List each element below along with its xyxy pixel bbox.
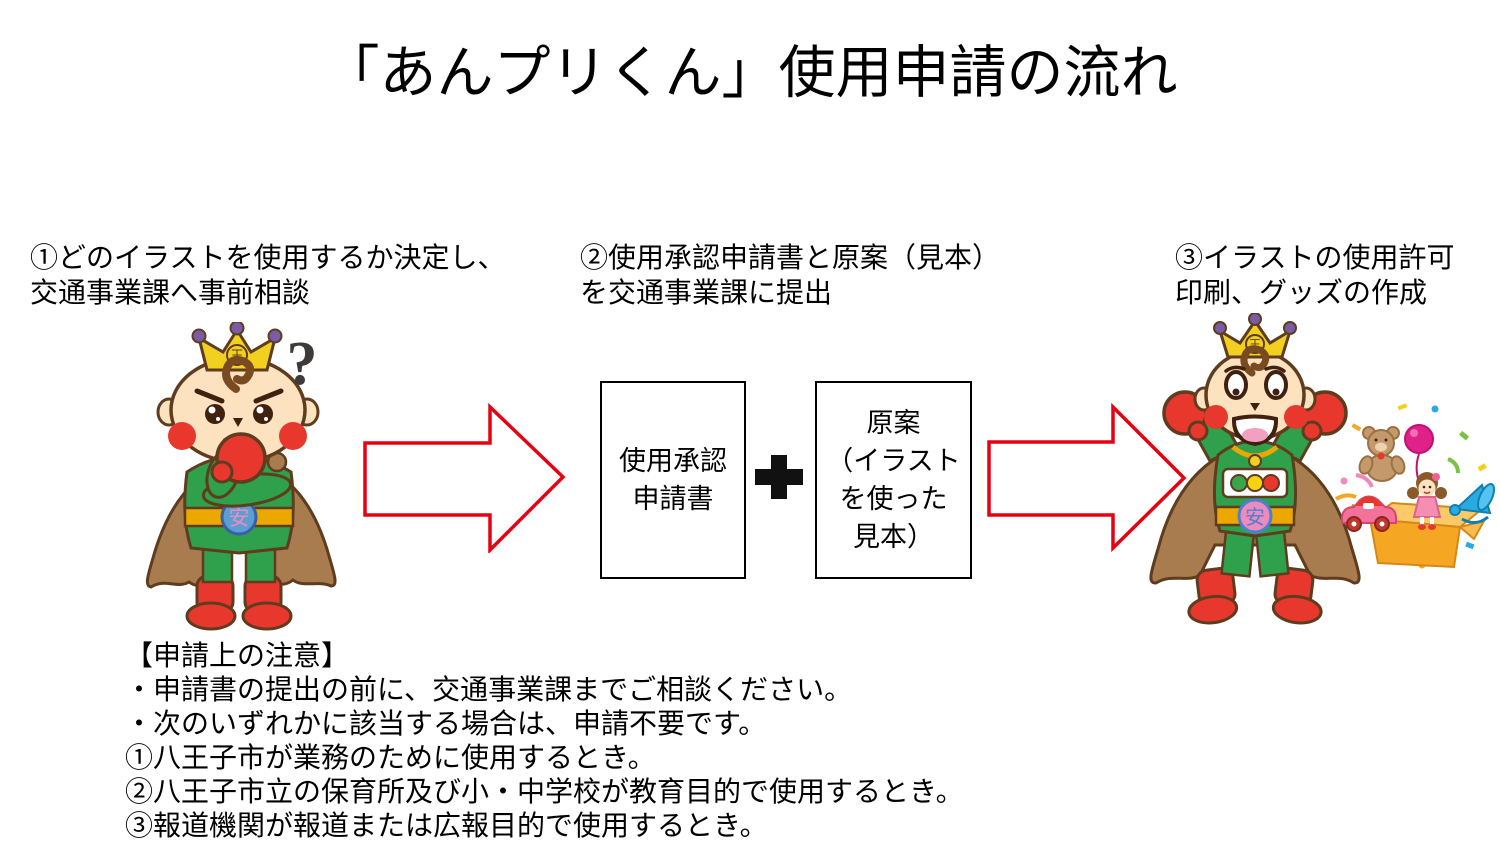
flow-arrow-2-icon bbox=[987, 403, 1187, 553]
note-item-5: ③報道機関が報道または広報目的で使用するとき。 bbox=[125, 811, 768, 842]
draft-sample-box: 原案 （イラスト を使った 見本） bbox=[815, 381, 972, 579]
belt: 安 bbox=[183, 498, 295, 536]
draft-box-line-4: 見本） bbox=[853, 522, 934, 552]
head: 王 bbox=[1193, 313, 1317, 447]
belt-emblem-left: 安 bbox=[229, 506, 250, 530]
step-1-line-1: ①どのイラストを使用するか決定し、 bbox=[30, 243, 506, 274]
step-3-label: ③イラストの使用許可 印刷、グッズの作成 bbox=[1175, 241, 1454, 311]
page-title: 「あんプリくん」使用申請の流れ bbox=[322, 42, 1178, 105]
hair-curl bbox=[222, 355, 255, 393]
crown-icon: 王 bbox=[191, 322, 283, 372]
note-item-3: ①八王子市が業務のために使用するとき。 bbox=[125, 743, 656, 774]
crown-icon: 王 bbox=[1213, 313, 1297, 359]
step-2-line-2: を交通事業課に提出 bbox=[580, 278, 833, 309]
hair-curl bbox=[1240, 345, 1270, 377]
step-1-label: ①どのイラストを使用するか決定し、 交通事業課へ事前相談 bbox=[30, 241, 505, 311]
face bbox=[1204, 365, 1308, 447]
step-3-line-1: ③イラストの使用許可 bbox=[1175, 243, 1455, 274]
mascot-celebrating-illustration: 安 王 bbox=[1149, 313, 1496, 625]
application-form-line-2: 申請書 bbox=[632, 484, 714, 514]
belt-emblem-right: 安 bbox=[1245, 506, 1265, 529]
traffic-light-badge bbox=[1221, 467, 1289, 499]
necklace bbox=[1231, 445, 1279, 468]
doll bbox=[1407, 472, 1447, 530]
step-1-line-2: 交通事業課へ事前相談 bbox=[30, 278, 311, 309]
toy-box-group bbox=[1334, 403, 1496, 569]
flow-arrow-1-icon bbox=[363, 403, 566, 553]
belt: 安 bbox=[1214, 498, 1296, 534]
question-mark-icon: ? bbox=[287, 330, 318, 398]
draft-box-line-3: を使った bbox=[839, 484, 948, 514]
draft-box-line-1: 原案 bbox=[866, 408, 921, 438]
thinking-arm bbox=[201, 432, 293, 508]
note-item-2: ・次のいずれかに該当する場合は、申請不要です。 bbox=[125, 709, 767, 740]
teddy-bear bbox=[1358, 426, 1406, 482]
boots bbox=[185, 574, 293, 631]
note-item-1: ・申請書の提出の前に、交通事業課までご相談ください。 bbox=[125, 675, 853, 706]
mascot-thinking-illustration: 安 王 bbox=[145, 322, 337, 631]
step-2-label: ②使用承認申請書と原案（見本） を交通事業課に提出 bbox=[580, 241, 1000, 311]
belt-buckle bbox=[1237, 498, 1273, 534]
step-3-line-2: 印刷、グッズの作成 bbox=[1175, 278, 1428, 309]
step-2-line-1: ②使用承認申請書と原案（見本） bbox=[580, 243, 1001, 274]
application-notes: 【申請上の注意】 ・申請書の提出の前に、交通事業課までご相談ください。 ・次のい… bbox=[125, 640, 964, 844]
boots bbox=[1187, 566, 1323, 625]
application-form-box: 使用承認 申請書 bbox=[600, 381, 746, 579]
note-item-4: ②八王子市立の保育所及び小・中学校が教育目的で使用するとき。 bbox=[125, 777, 964, 808]
face bbox=[168, 388, 307, 450]
draft-box-line-2: （イラスト bbox=[826, 446, 961, 476]
head: 王 bbox=[156, 322, 320, 464]
toy-car bbox=[1341, 495, 1397, 532]
plus-icon bbox=[755, 455, 803, 499]
application-form-line-1: 使用承認 bbox=[619, 446, 727, 476]
notes-heading: 【申請上の注意】 bbox=[125, 641, 350, 672]
toy-horn bbox=[1449, 483, 1496, 524]
